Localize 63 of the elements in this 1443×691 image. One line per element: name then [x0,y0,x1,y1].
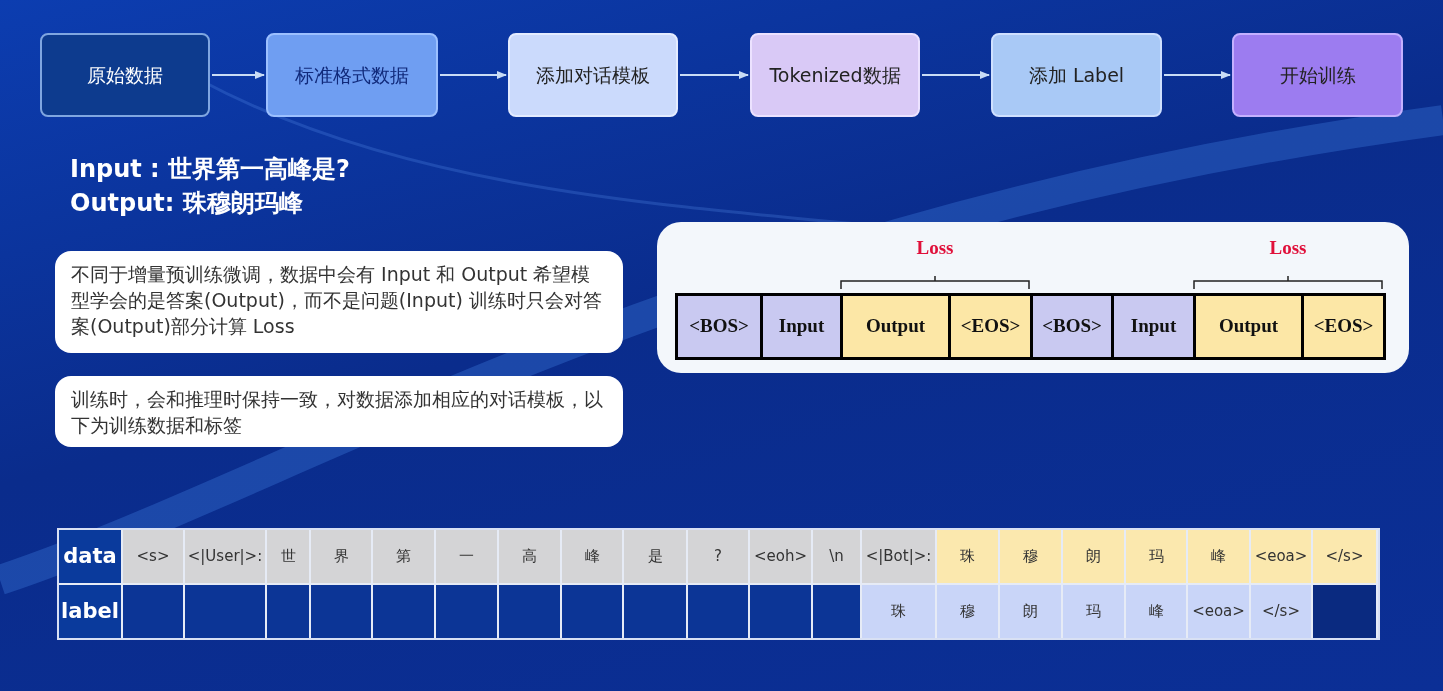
process-box [991,33,1162,117]
note-card [55,251,623,353]
loss-label: Loss [1269,236,1307,260]
token-cell: 峰 [1188,530,1251,583]
token-cell: 玛 [1126,530,1188,583]
sequence-cell: <EOS> [948,296,1030,357]
token-cell: 界 [311,530,373,583]
row-header: data [59,530,123,583]
token-cell: 珠 [937,530,1000,583]
box-label: 开始训练 [1279,62,1356,88]
example-text: Output: 珠穆朗玛峰 [70,188,304,219]
row-header: label [59,585,123,638]
arrow [679,71,749,79]
token-cell: 穆 [937,585,1000,638]
arrow [921,71,990,79]
token-cell: 朗 [1000,585,1063,638]
sequence-cell: <EOS> [1301,296,1383,357]
note-card [55,376,623,447]
note-text: 不同于增量预训练微调，数据中会有 Input 和 Output 希望模型学会的是答案(Output)，而不是问题(Input) 训练时只会对答案(Output)部分计算 Loss [71,262,603,339]
example-text: Input : 世界第一高峰是? [70,154,350,185]
sequence-cell: Input [760,296,840,357]
token-cell: <|User|>: [185,530,267,583]
token-cell: 朗 [1063,530,1126,583]
process-box [1232,33,1403,117]
loss-panel [657,222,1409,373]
token-cell: </s> [1251,585,1313,638]
sequence-cell: Input [1111,296,1193,357]
token-cell: 第 [373,530,436,583]
token-cell: 峰 [1126,585,1188,638]
token-cell: <|Bot|>: [862,530,937,583]
token-cell: </s> [1313,530,1378,583]
arrow [1163,71,1231,79]
process-box [266,33,438,117]
box-label: 标准格式数据 [295,62,409,88]
token-cell: <s> [123,530,185,583]
token-cell: 玛 [1063,585,1126,638]
token-cell: ? [688,530,750,583]
token-cell: 是 [624,530,688,583]
token-cell: 世 [267,530,311,583]
token-cell: 穆 [1000,530,1063,583]
sequence-cell: Output [840,296,948,357]
box-label: 添加 Label [1028,62,1125,88]
note-text: 训练时，会和推理时保持一致，对数据添加相应的对话模板，以下为训练数据和标签 [71,387,604,438]
arrow [439,71,507,79]
token-cell: \n [813,530,862,583]
process-box [508,33,678,117]
sequence-cell: Output [1193,296,1301,357]
box-label: Tokenized数据 [769,62,901,88]
process-box [40,33,210,117]
token-cell: 峰 [562,530,624,583]
arrow [211,71,265,79]
process-box [750,33,920,117]
sequence-cell: <BOS> [1030,296,1111,357]
loss-label: Loss [916,236,954,260]
box-label: 原始数据 [87,62,163,88]
token-cell: 珠 [862,585,937,638]
token-cell: 一 [436,530,499,583]
token-cell: <eoh> [750,530,813,583]
token-cell: <eoa> [1251,530,1313,583]
token-cell: 高 [499,530,562,583]
sequence-cell: <BOS> [678,296,760,357]
token-cell: <eoa> [1188,585,1251,638]
box-label: 添加对话模板 [536,62,650,88]
